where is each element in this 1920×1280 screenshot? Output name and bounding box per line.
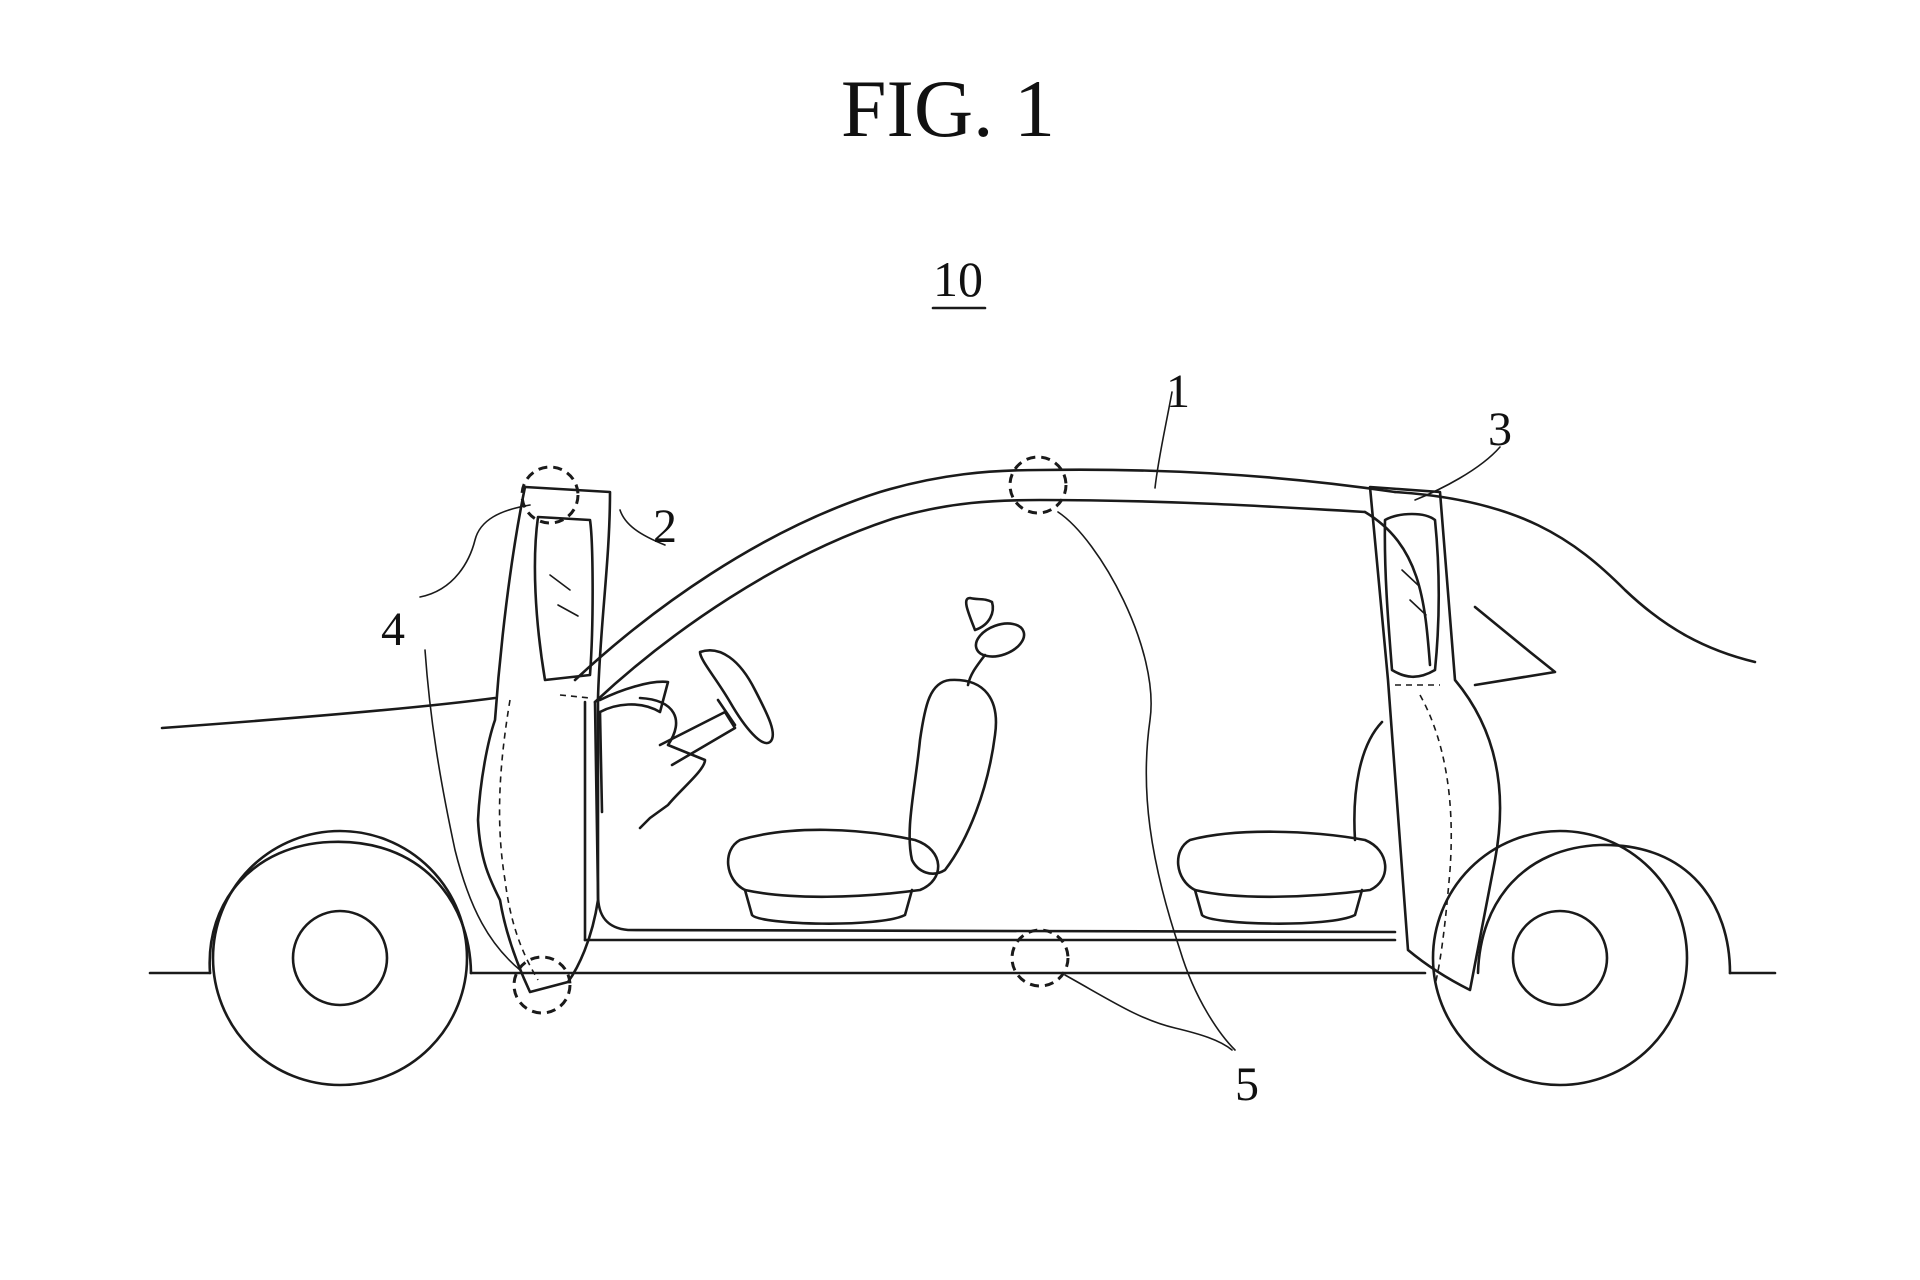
vehicle-body (573, 468, 1432, 942)
label-4: 4 (381, 603, 405, 656)
leader-5-top (1057, 511, 1236, 1051)
label-5: 5 (1235, 1058, 1259, 1111)
detection-zones (512, 455, 1070, 1015)
label-2: 2 (653, 500, 677, 553)
rear-door (1368, 485, 1502, 992)
front-door (476, 485, 612, 994)
figure-title: FIG. 1 (841, 63, 1055, 154)
zone-front-door-bottom (512, 955, 572, 1015)
rear-wheel (1431, 829, 1689, 1087)
leader-2 (619, 509, 666, 546)
leader-lines (419, 391, 1501, 1051)
front-wheel (211, 829, 469, 1087)
leader-4-bottom (424, 649, 521, 971)
dashboard-steering (598, 649, 775, 830)
zone-roof (1008, 455, 1068, 515)
rear-deck-line (1393, 490, 1757, 664)
leader-3 (1414, 446, 1501, 501)
label-3: 3 (1488, 403, 1512, 456)
front-wheel-arch (208, 840, 473, 975)
leader-5-bottom (1064, 974, 1233, 1051)
zone-sill (1010, 928, 1070, 988)
label-1: 1 (1166, 365, 1190, 418)
rear-wheel-arch (1476, 843, 1732, 975)
front-hood-line (160, 696, 497, 730)
leader-1 (1154, 391, 1173, 489)
reference-numeral: 10 (933, 251, 983, 307)
leader-4-top (419, 504, 531, 598)
rear-trim (1473, 605, 1557, 687)
zone-front-door-top (520, 465, 580, 525)
rear-seat (1176, 720, 1387, 925)
front-seat (726, 596, 1026, 925)
